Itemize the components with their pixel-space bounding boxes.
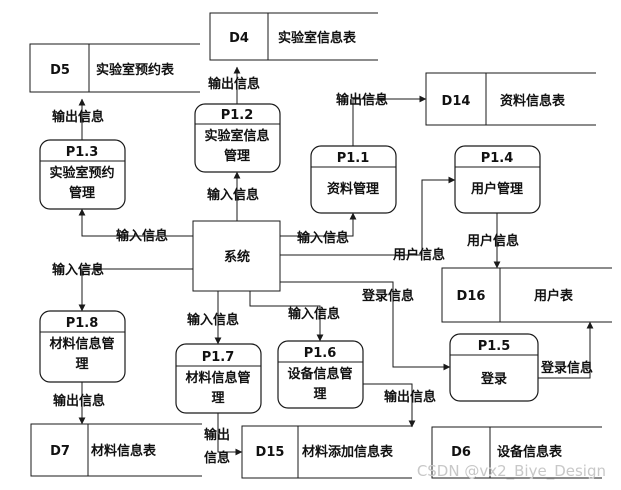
flow-p16-d6 [361,383,416,428]
flow-label: 用户信息 [466,233,519,249]
process-label: 实验室信息 [204,128,269,144]
watermark: CSDN @vx2_Biye_Design [417,462,606,481]
process-id: P1.4 [481,151,514,166]
process-label: 资料管理 [327,181,379,197]
flow-label: 输入信息 [52,262,104,278]
data-store-d4: D4 实验室信息表 [209,12,378,61]
flow-system-p16 [249,291,324,342]
flow-system-p13 [78,208,193,237]
flow-label: 输出 [204,427,230,443]
flow-label: 输出信息 [52,109,104,125]
process-label: 理 [75,357,88,372]
process-label: 材料信息管 [49,336,114,352]
flow-label: 输出信息 [336,92,388,108]
flow-p11-d14 [352,95,427,146]
process-p16: P1.6 设备信息管 理 [277,340,364,409]
data-store-d6: D6 设备信息表 [431,426,602,479]
flow-p15-d16 [538,321,594,379]
store-id: D7 [50,444,70,459]
store-name: 实验室信息表 [278,30,357,46]
flow-label: 登录信息 [361,288,414,304]
process-id: P1.3 [66,145,99,160]
process-p15: P1.5 登录 [449,333,539,402]
system-label: 系统 [224,249,250,265]
process-label: 设备信息管 [287,366,352,382]
process-label: 管理 [224,148,250,164]
process-label: 登录 [480,371,507,387]
data-store-d15: D15 材料添加信息表 [241,425,412,479]
process-label: 实验室预约 [49,165,114,181]
process-label: 用户管理 [470,181,523,197]
flow-system-p11 [280,212,357,237]
flow-label: 输入信息 [288,306,340,322]
flow-system-p14 [280,176,456,256]
flow-label: 输出信息 [53,393,105,409]
store-name: 材料信息表 [91,443,157,459]
process-p17: P1.7 材料信息管 理 [175,343,262,414]
process-p12: P1.2 实验室信息 管理 [194,103,281,173]
process-id: P1.2 [221,108,254,123]
flow-label: 输出信息 [384,389,436,405]
process-p13: P1.3 实验室预约 管理 [39,139,126,210]
data-store-d7: D7 材料信息表 [30,423,202,477]
process-label: 理 [211,391,224,406]
flow-system-p15 [280,281,451,371]
store-name: 材料添加信息表 [302,444,394,460]
data-store-d16: D16 用户表 [441,267,612,323]
process-id: P1.1 [337,151,370,166]
flow-label: 用户信息 [392,247,445,263]
store-id: D4 [229,31,249,46]
data-store-d14: D14 资料信息表 [425,72,596,126]
system-entity: 系统 [192,220,281,292]
process-id: P1.5 [478,339,511,354]
flow-label: 输入信息 [207,187,259,203]
flow-p17-d15 [217,413,243,456]
flow-label: 登录信息 [540,360,593,376]
process-p14: P1.4 用户管理 [454,145,541,214]
process-id: P1.8 [66,316,99,331]
store-name: 用户表 [533,288,574,304]
flow-lines [78,66,594,456]
process-id: P1.7 [202,350,235,365]
flow-system-p18 [78,268,193,312]
store-id: D14 [442,94,471,109]
process-label: 理 [313,387,326,402]
flow-label: 输出信息 [208,76,260,92]
store-name: 实验室预约表 [96,62,175,78]
store-id: D16 [457,289,486,304]
process-label: 材料信息管 [185,370,250,386]
process-label: 管理 [69,185,95,201]
store-id: D15 [256,445,285,460]
store-id: D6 [451,445,471,460]
flow-label: 输入信息 [187,312,239,328]
process-id: P1.6 [304,346,337,361]
flow-label: 信息 [204,450,230,466]
store-name: 资料信息表 [500,93,566,109]
process-p18: P1.8 材料信息管 理 [39,310,126,383]
flow-label: 输入信息 [297,230,349,246]
data-store-d5: D5 实验室预约表 [29,43,200,93]
flow-labels: 输出信息 输出信息 输出信息 输入信息 输入信息 输入信息 用户信息 用户信息 … [52,76,593,466]
store-name: 设备信息表 [497,444,563,460]
flow-label: 输入信息 [116,228,168,244]
process-p11: P1.1 资料管理 [310,145,397,214]
store-id: D5 [50,63,70,78]
